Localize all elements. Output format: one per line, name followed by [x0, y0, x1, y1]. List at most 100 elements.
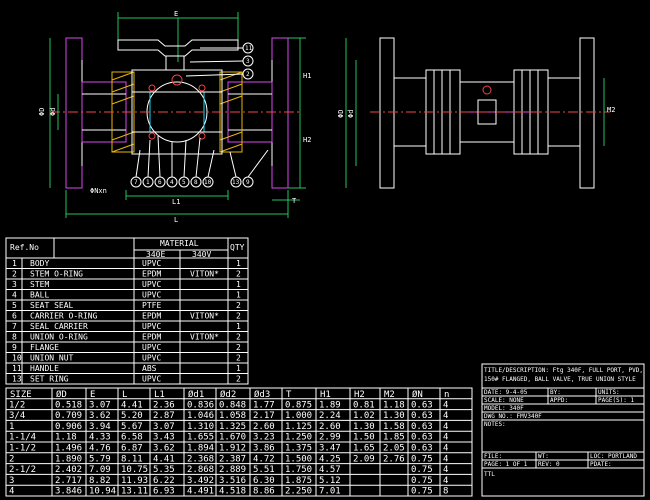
- parts-cell-m1: ABS: [142, 364, 157, 373]
- parts-cell-m2: VITON*: [190, 312, 219, 321]
- size-cell: 2.250: [285, 487, 312, 497]
- size-cell: 1.912: [219, 444, 246, 454]
- size-cell: 2.76: [383, 454, 405, 464]
- size-cell: 2.868: [187, 465, 214, 475]
- size-cell: 1.750: [285, 465, 312, 475]
- size-cell: 0.75: [411, 465, 433, 475]
- size-cell: 0.81: [353, 400, 375, 410]
- parts-cell-ref: 3: [12, 280, 17, 289]
- parts-cell-m1: EPDM: [142, 312, 161, 321]
- size-cell: 4.25: [319, 454, 341, 464]
- parts-cell-qty: 2: [236, 301, 241, 310]
- size-cell: 4: [443, 454, 448, 464]
- size-cell: 4.57: [319, 465, 341, 475]
- svg-text:13: 13: [232, 179, 240, 186]
- size-cell: 2.717: [55, 476, 82, 486]
- dim-T: T: [292, 197, 297, 205]
- parts-header-m2: 340V: [192, 250, 211, 259]
- svg-text:6: 6: [158, 179, 162, 186]
- svg-text:3: 3: [246, 58, 250, 65]
- parts-header-material: MATERIAL: [160, 239, 199, 248]
- size-cell: 2.87: [153, 411, 175, 421]
- dim-E: E: [174, 10, 178, 18]
- size-cell: 3.62: [89, 411, 111, 421]
- parts-cell-name: STEM: [30, 280, 49, 289]
- size-cell: 2.24: [319, 411, 341, 421]
- size-cell: 1.375: [285, 444, 312, 454]
- size-header: H1: [320, 390, 331, 400]
- size-cell: 2.368: [187, 454, 214, 464]
- size-cell: 8.11: [121, 454, 143, 464]
- size-cell: 0.906: [55, 422, 82, 432]
- size-cell: 2.889: [219, 465, 246, 475]
- size-cell: 1.125: [285, 422, 312, 432]
- size-cell: 4: [443, 433, 448, 443]
- balloons-bottom: 7 1 6 4 5 8 10 13 9: [130, 135, 269, 188]
- size-cell: 0.63: [411, 422, 433, 432]
- size-cell: 3.492: [187, 476, 214, 486]
- dim-M2: M2: [607, 106, 615, 114]
- side-view: ΦD Φd M2: [337, 37, 615, 189]
- size-cell: 1.50: [353, 433, 375, 443]
- svg-text:10: 10: [204, 179, 212, 186]
- size-header: Ød2: [220, 389, 236, 400]
- size-cell: 0.63: [411, 433, 433, 443]
- size-cell: 1.89: [319, 400, 341, 410]
- parts-cell-ref: 5: [12, 301, 17, 310]
- parts-cell-name: SEAL CARRIER: [30, 322, 88, 331]
- size-cell: 4.518: [219, 487, 246, 497]
- size-header: Ød3: [254, 389, 270, 400]
- size-cell: 10.94: [89, 487, 116, 497]
- tb-title: TITLE/DESCRIPTION: Ftg 340F, FULL PORT, …: [484, 367, 643, 374]
- size-cell: 5.12: [319, 476, 341, 486]
- parts-cell-m1: UPVC: [142, 354, 161, 363]
- size-cell: 1.046: [187, 411, 214, 421]
- parts-cell-qty: 1: [236, 364, 241, 373]
- size-cell: 3.47: [319, 444, 341, 454]
- size-cell: 2.05: [383, 444, 405, 454]
- parts-cell-name: SEAT SEAL: [30, 301, 74, 310]
- size-cell: 6.93: [153, 487, 175, 497]
- balloons-top: 11 3 2: [185, 42, 254, 80]
- svg-text:9: 9: [246, 179, 250, 186]
- tb-file: FILE:: [484, 453, 502, 460]
- size-cell: 4.76: [89, 444, 111, 454]
- size-cell: 0.63: [411, 444, 433, 454]
- size-cell: 1.894: [187, 444, 214, 454]
- parts-header-qty: QTY: [230, 243, 245, 252]
- size-cell: 4: [443, 422, 448, 432]
- parts-cell-m1: PTFE: [142, 301, 161, 310]
- size-cell: 1.890: [55, 454, 82, 464]
- parts-header-m1: 340E: [146, 250, 165, 259]
- size-cell: 0.63: [411, 400, 433, 410]
- size-cell: 3.86: [253, 444, 275, 454]
- tb-scale: SCALE: NONE: [484, 397, 524, 404]
- size-cell: 1.500: [285, 454, 312, 464]
- tb-title2: 150# FLANGED, BALL VALVE, TRUE UNION STY…: [484, 376, 636, 383]
- size-cell: 4.491: [187, 487, 214, 497]
- size-cell: 0.75: [411, 476, 433, 486]
- size-cell: 1.655: [187, 433, 214, 443]
- size-cell: 1.02: [353, 411, 375, 421]
- dim-L: L: [174, 216, 178, 224]
- parts-cell-ref: 1: [12, 259, 17, 268]
- size-header: n: [444, 390, 449, 400]
- size-cell: 3.94: [89, 422, 111, 432]
- size-cell: 0.518: [55, 400, 82, 410]
- section-view: E: [38, 10, 311, 224]
- tb-units: UNITS:: [598, 389, 620, 396]
- size-cell: 5.67: [121, 422, 143, 432]
- dim-H1: H1: [303, 72, 311, 80]
- size-cell: 6.30: [253, 476, 275, 486]
- size-cell: 4.33: [89, 433, 111, 443]
- parts-cell-name: HANDLE: [30, 364, 59, 373]
- size-cell: 4.41: [153, 454, 175, 464]
- size-cell: 6.58: [121, 433, 143, 443]
- parts-cell-qty: 1: [236, 259, 241, 268]
- size-cell: 4.72: [253, 454, 275, 464]
- dim-phid: Φd: [49, 108, 57, 116]
- parts-cell-m2: VITON*: [190, 270, 219, 279]
- tb-pdate: PDATE:: [590, 461, 612, 468]
- parts-cell-name: STEM O-RING: [30, 270, 83, 279]
- parts-cell-m1: UPVC: [142, 322, 161, 331]
